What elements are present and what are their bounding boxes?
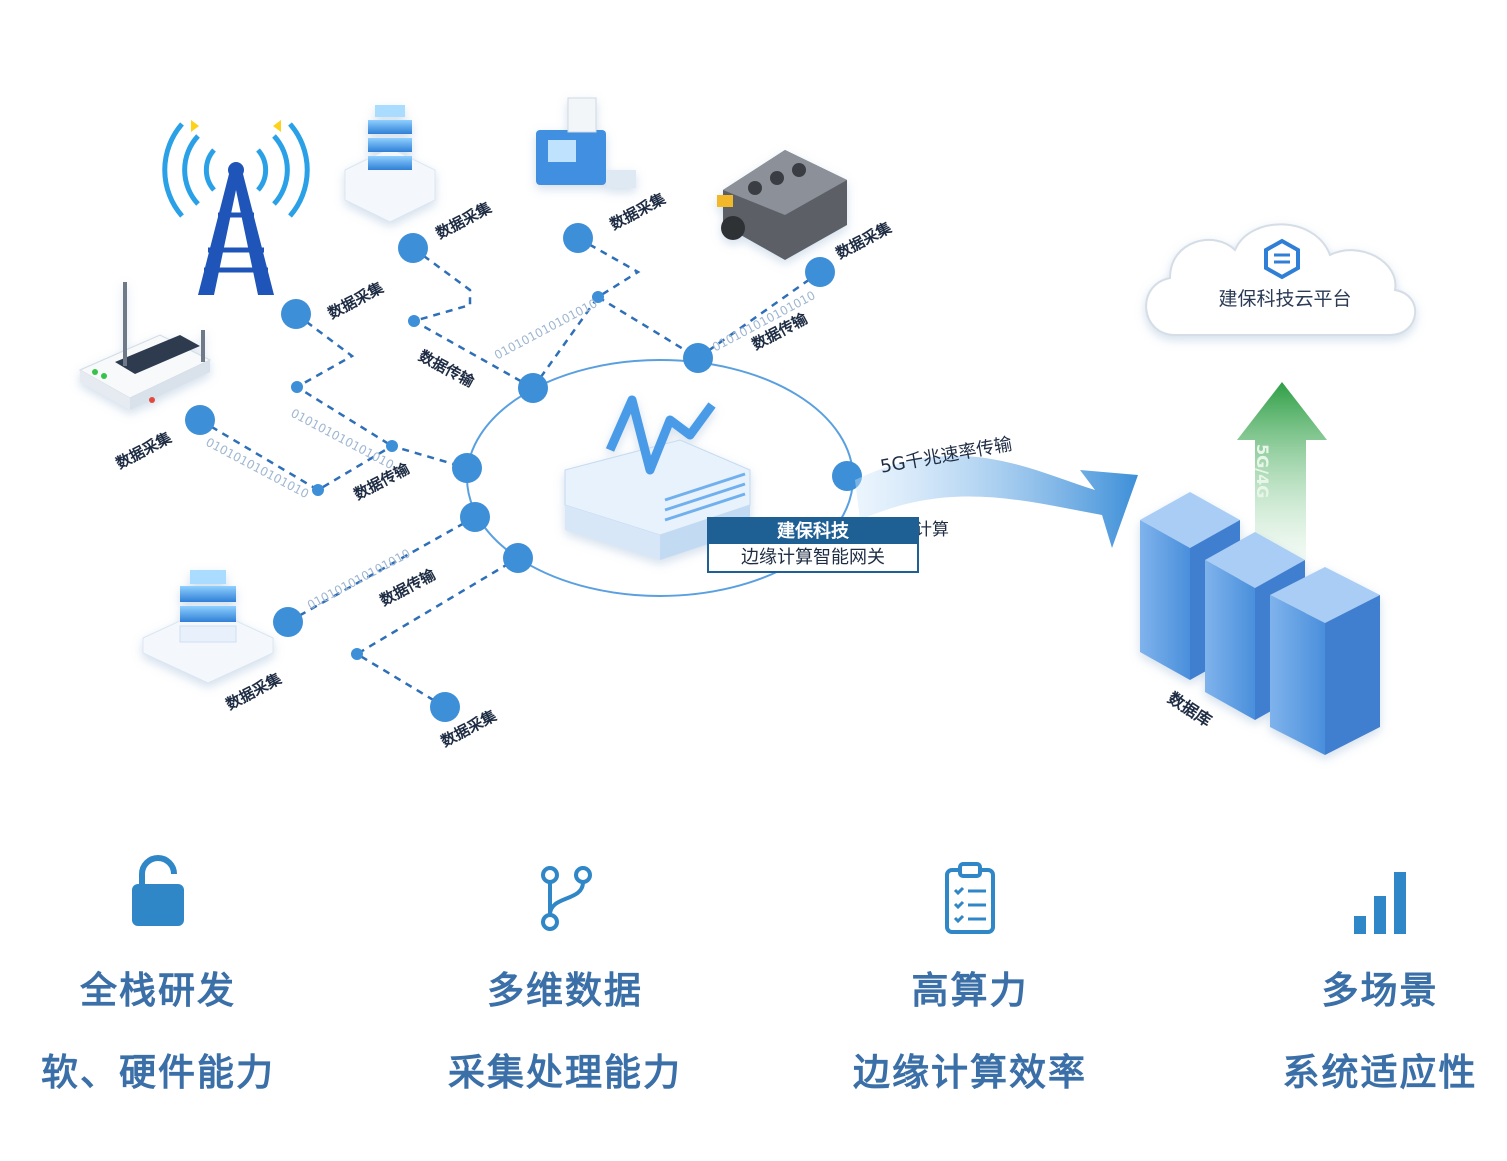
- lock-icon: [118, 850, 198, 940]
- database-servers-icon: [1140, 492, 1380, 755]
- bar-chart-icon: [1340, 850, 1420, 940]
- gateway-subtitle: 边缘计算智能网关: [741, 547, 885, 568]
- edge-calc-label: 计算: [915, 520, 949, 540]
- feature-subtitle: 软、硬件能力: [41, 1051, 275, 1094]
- gateway-label-box: 建保科技 边缘计算智能网关: [707, 517, 919, 573]
- gateway-title: 建保科技: [709, 519, 917, 544]
- gateway-device-icon: [564, 395, 751, 560]
- feature-title: 全栈研发: [80, 969, 236, 1012]
- edge-gateway-diagram: 数据采集 数据采集 数据采集 数据采集 数据采集 数据采集 数据采集 数据传输 …: [78, 97, 1417, 755]
- capture-device-icon: [536, 97, 636, 188]
- cloud-platform-icon: [1145, 223, 1417, 336]
- router-icon: [78, 282, 212, 410]
- signal-tower-icon: [162, 120, 310, 295]
- uplink-arrow: [1237, 382, 1327, 560]
- data-stack-icon-2: [142, 570, 274, 684]
- feature-title: 多维数据: [487, 969, 643, 1012]
- feature-subtitle: 采集处理能力: [448, 1051, 682, 1094]
- clipboard-checklist-icon: [930, 850, 1010, 940]
- feature-title: 多场景: [1321, 969, 1439, 1012]
- uplink-label: 5G/4G: [1253, 444, 1272, 499]
- transfer-flow-arrow: [855, 455, 1138, 548]
- feature-subtitle: 边缘计算效率: [853, 1051, 1087, 1094]
- feature-subtitle: 系统适应性: [1282, 1051, 1478, 1094]
- feature-compute: 高算力 边缘计算效率: [820, 850, 1120, 1096]
- feature-scenarios: 多场景 系统适应性: [1230, 850, 1507, 1096]
- diagram-canvas: [78, 97, 1417, 755]
- engine-icon: [717, 150, 847, 260]
- dashed-links: [199, 236, 821, 709]
- data-stack-icon: [344, 105, 436, 223]
- feature-fullstack: 全栈研发 软、硬件能力: [8, 850, 308, 1096]
- cloud-logo-icon: [1264, 238, 1300, 280]
- feature-multidata: 多维数据 采集处理能力: [415, 850, 715, 1096]
- git-branch-icon: [525, 850, 605, 940]
- nodes: [185, 223, 862, 722]
- feature-title: 高算力: [911, 969, 1029, 1012]
- cloud-platform-label: 建保科技云平台: [1218, 288, 1352, 310]
